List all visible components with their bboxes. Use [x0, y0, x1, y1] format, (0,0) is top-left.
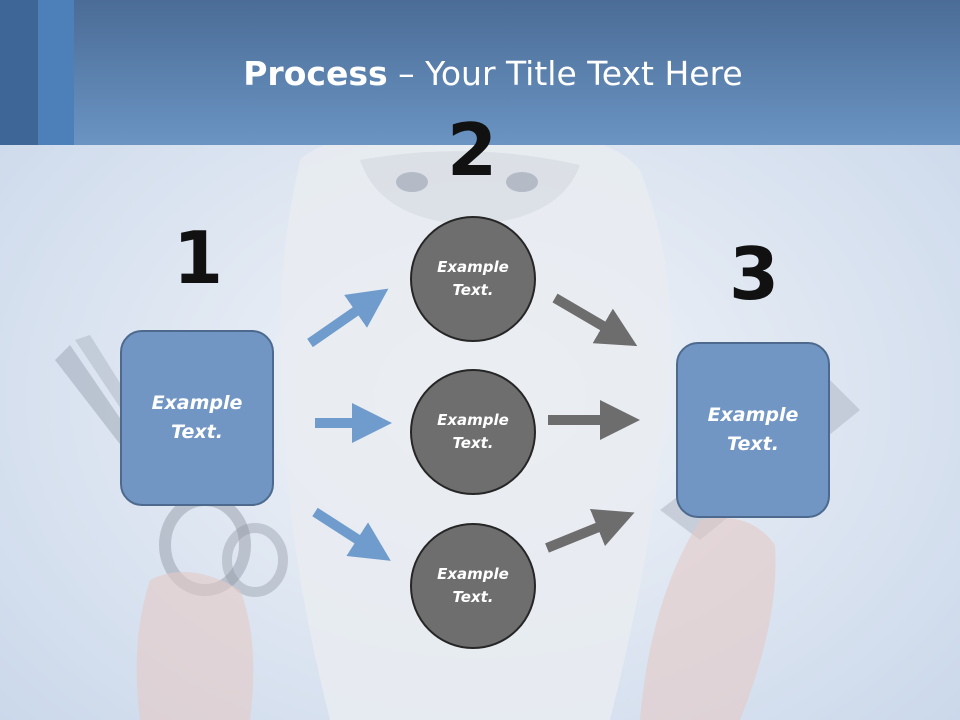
arrow-from-circle-top	[552, 293, 638, 347]
step-number-1: 1	[172, 216, 224, 300]
arrow-to-circle-top	[307, 288, 389, 348]
header-accent-strip	[0, 0, 38, 145]
step-circle-middle: Example Text.	[410, 369, 536, 495]
step-circle-top: Example Text.	[410, 216, 536, 342]
header-bar	[0, 0, 960, 145]
slide-title: Process – Your Title Text Here	[0, 52, 960, 96]
arrow-to-circle-bottom	[312, 507, 391, 561]
step-number-2: 2	[446, 108, 498, 192]
step-box-right-text: Example Text.	[707, 404, 799, 455]
step-box-left: Example Text.	[120, 330, 274, 506]
arrow-from-circle-bottom	[545, 508, 635, 553]
title-rest: – Your Title Text Here	[387, 54, 743, 93]
step-box-right: Example Text.	[676, 342, 830, 518]
step-number-3: 3	[728, 232, 780, 316]
step-circle-top-text: Example Text.	[437, 258, 509, 299]
step-circle-middle-text: Example Text.	[437, 411, 509, 452]
step-box-left-text: Example Text.	[151, 392, 243, 443]
title-bold: Process	[243, 54, 388, 93]
step-circle-bottom-text: Example Text.	[437, 565, 509, 606]
step-circle-bottom: Example Text.	[410, 523, 536, 649]
header-accent-strip-light	[38, 0, 74, 145]
